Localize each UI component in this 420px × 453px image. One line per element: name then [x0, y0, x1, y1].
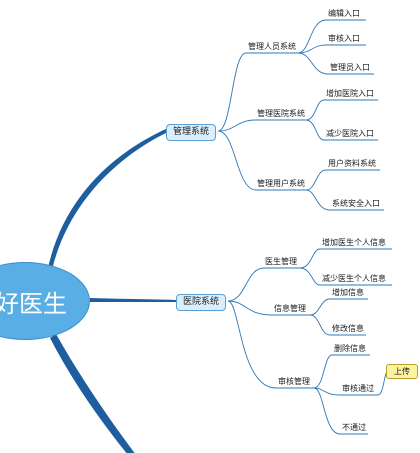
leaf-delete-info[interactable]: 删除信息 — [334, 344, 366, 353]
leaf-remove-doctor-info[interactable]: 减少医生个人信息 — [322, 274, 386, 283]
leaf-system-security-entry[interactable]: 系统安全入口 — [332, 199, 380, 208]
subtopic-user-management[interactable]: 管理用户系统 — [257, 179, 305, 188]
leaf-review-approved[interactable]: 审核通过 — [342, 384, 374, 393]
link-review-reject — [313, 387, 341, 435]
link-users-profile — [305, 169, 327, 191]
topic-hospital-system-label: 医院系统 — [183, 297, 220, 307]
leaf-add-hospital[interactable]: 增加医院入口 — [326, 89, 374, 98]
link-info-add — [309, 298, 331, 316]
link-review-delete — [313, 354, 333, 389]
topic-hospital-system[interactable]: 医院系统 — [176, 294, 227, 311]
leaf-remove-hospital[interactable]: 减少医院入口 — [326, 129, 374, 138]
link-doctor-remove — [299, 267, 321, 286]
link-hospital-remove — [305, 119, 325, 141]
subtopic-review-management[interactable]: 审核管理 — [278, 377, 310, 386]
link-hospital-add — [305, 99, 325, 121]
central-topic-label: 好医生 — [0, 289, 67, 318]
leaf-admin-entry[interactable]: 管理员入口 — [330, 63, 370, 72]
link-staff-admin — [297, 52, 329, 75]
leaf-edit-entry[interactable]: 编辑入口 — [328, 9, 360, 18]
subtopic-info-management[interactable]: 信息管理 — [274, 304, 306, 313]
leaf-user-profile-system[interactable]: 用户资料系统 — [328, 159, 376, 168]
upload-callout[interactable]: 上传 — [386, 364, 418, 379]
subtopic-hospital-management[interactable]: 管理医院系统 — [257, 109, 305, 118]
link-hsys-doctor — [227, 267, 265, 302]
link-management-staff — [217, 52, 247, 132]
link-review-approve — [313, 387, 341, 396]
link-staff-edit — [297, 19, 327, 54]
link-hsys-info — [227, 300, 273, 316]
link-management-users — [217, 130, 257, 191]
link-info-edit — [309, 314, 331, 336]
link-hsys-review — [227, 300, 277, 389]
leaf-add-info[interactable]: 增加信息 — [332, 288, 364, 297]
link-users-security — [305, 189, 331, 211]
subtopic-staff-system[interactable]: 管理人员系统 — [248, 42, 296, 51]
link-staff-review — [297, 44, 327, 54]
leaf-review-rejected[interactable]: 不通过 — [342, 423, 366, 432]
topic-management-system[interactable]: 管理系统 — [166, 124, 217, 141]
topic-management-system-label: 管理系统 — [173, 127, 210, 137]
leaf-edit-info[interactable]: 修改信息 — [332, 324, 364, 333]
leaf-add-doctor-info[interactable]: 增加医生个人信息 — [322, 238, 386, 247]
trunk-offscreen — [50, 334, 135, 453]
subtopic-doctor-management[interactable]: 医生管理 — [265, 257, 297, 266]
trunk-hospital — [90, 298, 176, 302]
link-management-hospital — [217, 119, 257, 132]
link-doctor-add — [299, 248, 321, 269]
trunk-management — [48, 128, 168, 270]
leaf-review-entry[interactable]: 审核入口 — [328, 34, 360, 43]
